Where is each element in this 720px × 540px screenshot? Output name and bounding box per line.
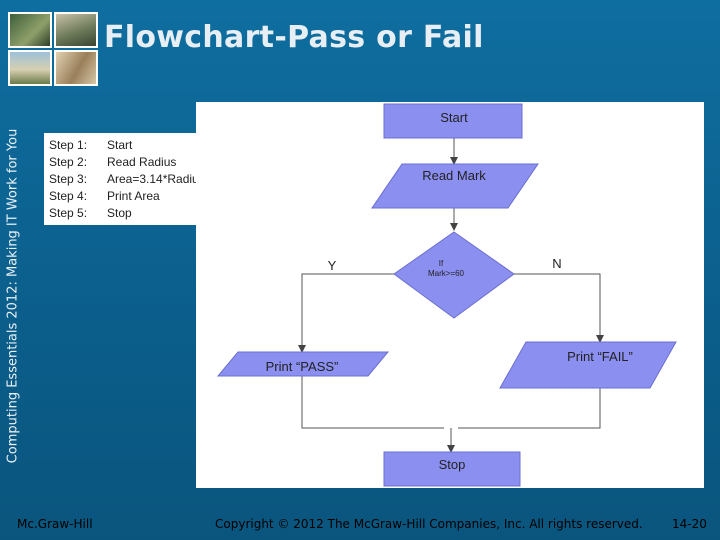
publisher-footer: Mc.Graw-Hill [17,517,93,531]
step-number: Step 4: [49,189,88,203]
header-photo-collage [8,12,100,88]
photo-thumbnail [54,12,98,48]
step-number: Step 1: [49,138,88,152]
step-row: Step 1: Start [49,137,258,154]
decision-diamond [393,231,515,319]
arrow-no-branch [514,273,604,343]
step-row: Step 4: Print Area [49,188,258,205]
step-text: Read Radius [107,155,177,169]
arrow-pass-to-join [301,376,444,429]
input-label: Read Mark [422,168,486,183]
copyright-footer: Copyright © 2012 The McGraw-Hill Compani… [215,517,643,531]
decision-label-line1: If [439,259,444,268]
start-terminal [383,103,523,139]
pass-output-label: Print “PASS” [266,359,339,374]
flowchart-panel: Start Read Mark If Mark>=60 Y N Print “P… [196,102,704,488]
fail-output-label: Print “FAIL” [567,349,633,364]
stop-label: Stop [439,457,466,472]
slide-title: Flowchart-Pass or Fail [104,20,484,55]
step-number: Step 5: [49,206,88,220]
step-text: Print Area [107,189,160,203]
yes-branch-label: Y [328,258,337,273]
book-title-banner: Computing Essentials 2012: Making IT Wor… [3,104,23,488]
photo-thumbnail [8,12,52,48]
start-label: Start [440,110,468,125]
step-row: Step 2: Read Radius [49,154,258,171]
step-text: Stop [107,206,132,220]
flowchart-diagram: Start Read Mark If Mark>=60 Y N Print “P… [216,103,677,487]
decision-label-line2: Mark>=60 [428,269,465,278]
step-row: Step 5: Stop [49,205,258,222]
no-branch-label: N [552,256,561,271]
photo-thumbnail [54,50,98,86]
step-text: Start [107,138,133,152]
arrow-yes-branch [298,273,394,353]
book-title-text: Computing Essentials 2012: Making IT Wor… [5,128,21,464]
arrow-fail-to-join [458,388,601,429]
step-number: Step 2: [49,155,88,169]
fail-output-parallelogram [499,341,677,389]
flow-connectors [298,138,604,453]
input-parallelogram [371,163,539,209]
step-number: Step 3: [49,172,88,186]
page-number: 14-20 [672,517,707,531]
stop-terminal [383,451,521,487]
photo-thumbnail [8,50,52,86]
pass-output-parallelogram [216,351,390,377]
